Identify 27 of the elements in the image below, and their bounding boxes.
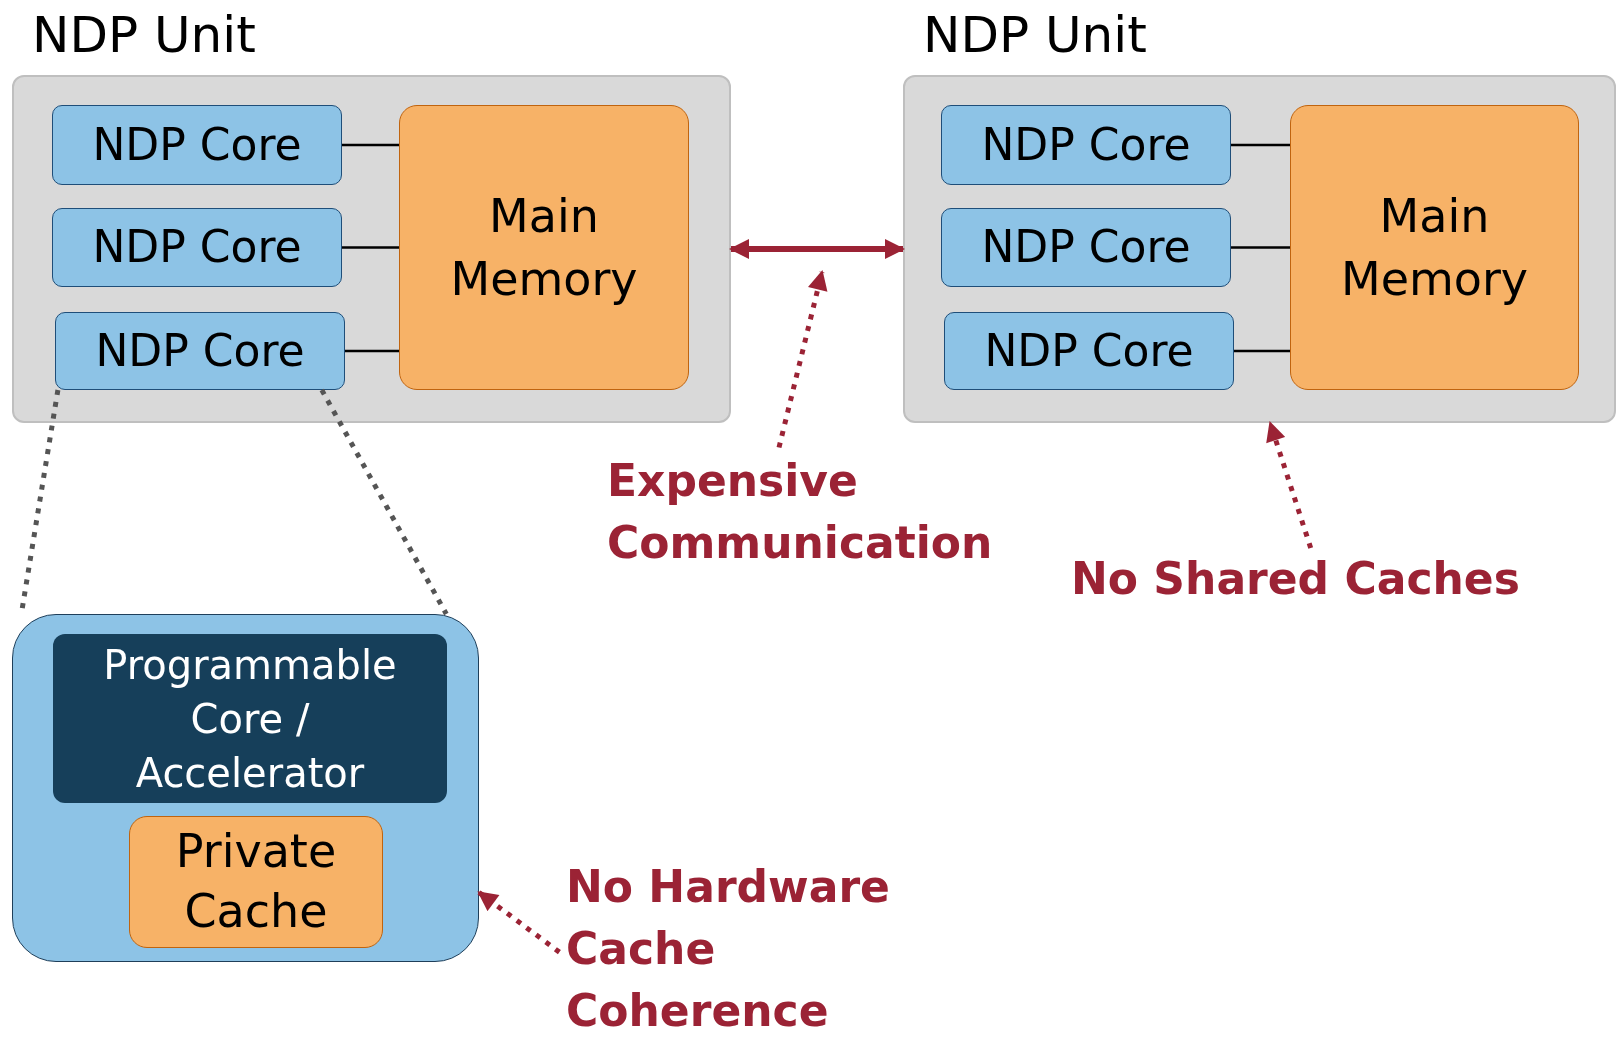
dotted-arrow	[477, 890, 561, 955]
double-arrow	[729, 239, 905, 259]
accelerator-box: Programmable Core / Accelerator	[53, 634, 447, 803]
annotation-text: No Shared Caches	[1071, 552, 1521, 606]
connector-line	[345, 349, 399, 353]
connector-line	[1231, 143, 1290, 147]
unit-heading: NDP Unit	[923, 5, 1147, 66]
annotation-text: Expensive Communication	[607, 454, 994, 570]
cache-box: Private Cache	[129, 816, 383, 948]
core-box: NDP Core	[55, 312, 345, 390]
core-box: NDP Core	[52, 208, 342, 287]
connector-line	[1234, 349, 1290, 353]
core-box: NDP Core	[941, 208, 1231, 287]
zoomed-core-panel	[12, 614, 479, 962]
memory-box: Main Memory	[399, 105, 689, 390]
unit-heading: NDP Unit	[32, 5, 256, 66]
dashed-guide-line	[319, 388, 449, 616]
core-box: NDP Core	[944, 312, 1234, 390]
core-box: NDP Core	[941, 105, 1231, 185]
connector-line	[342, 246, 399, 249]
dotted-arrow	[1266, 421, 1314, 549]
annotation-text: No Hardware Cache Coherence	[566, 860, 891, 1034]
connector-line	[342, 143, 399, 147]
connector-line	[1231, 246, 1290, 249]
memory-box: Main Memory	[1290, 105, 1579, 390]
core-box: NDP Core	[52, 105, 342, 185]
dotted-arrow	[776, 270, 828, 449]
